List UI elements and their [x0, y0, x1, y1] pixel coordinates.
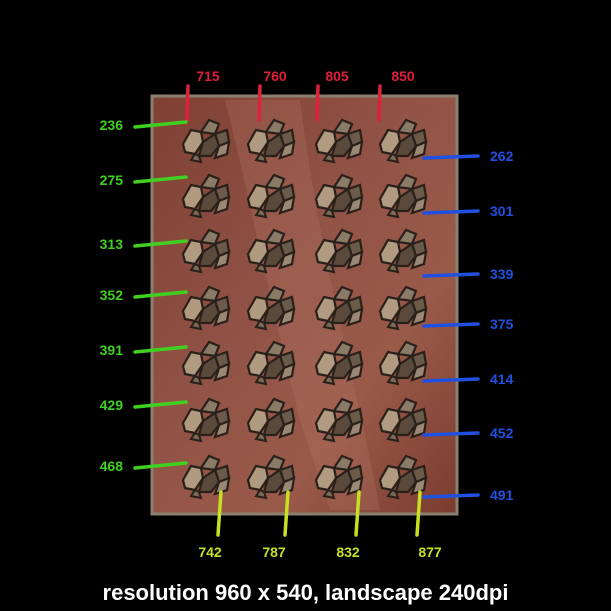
ore-icon[interactable]: [378, 397, 428, 443]
ore-icon[interactable]: [181, 173, 231, 219]
ore-icon[interactable]: [246, 118, 296, 164]
ore-icon[interactable]: [378, 454, 428, 500]
row-marker-left: [133, 175, 188, 184]
annotation-marks: [133, 84, 480, 537]
ore-icon[interactable]: [181, 454, 231, 500]
ore-icon[interactable]: [314, 285, 364, 331]
row-marker-left: [133, 290, 188, 299]
row-marker-right: [422, 493, 480, 499]
ore-icon[interactable]: [378, 118, 428, 164]
row-marker-left: [133, 239, 188, 248]
column-label-bottom: 742: [198, 544, 222, 560]
ore-icon[interactable]: [314, 173, 364, 219]
row-label-left: 236: [100, 117, 124, 133]
row-marker-right: [422, 377, 480, 383]
ore-icon[interactable]: [378, 285, 428, 331]
row-label-right: 414: [490, 371, 514, 387]
ore-icon[interactable]: [314, 228, 364, 274]
row-label-left: 313: [100, 236, 124, 252]
ore-icon[interactable]: [181, 340, 231, 386]
ore-icon[interactable]: [181, 397, 231, 443]
column-marker-top: [315, 84, 320, 122]
ore-icon[interactable]: [246, 285, 296, 331]
row-marker-right: [422, 209, 480, 215]
ore-icon[interactable]: [314, 397, 364, 443]
row-label-left: 275: [100, 172, 124, 188]
row-marker-right: [422, 272, 480, 278]
row-marker-left: [133, 461, 188, 470]
annotation-labels: 715 760 805 850 742 787 832 877 236 275 313 352 391 4…: [100, 68, 514, 560]
row-marker-right: [422, 431, 480, 437]
row-label-right: 339: [490, 266, 514, 282]
ore-icon[interactable]: [314, 454, 364, 500]
column-label-bottom: 832: [336, 544, 360, 560]
column-marker-top: [185, 84, 190, 122]
column-marker-bottom: [415, 490, 422, 537]
row-label-left: 391: [100, 342, 124, 358]
row-label-right: 262: [490, 148, 514, 164]
row-marker-left: [133, 120, 188, 129]
resolution-caption: resolution 960 x 540, landscape 240dpi: [102, 580, 509, 605]
ore-icon[interactable]: [246, 340, 296, 386]
column-label-top: 760: [263, 68, 287, 84]
row-label-left: 429: [100, 397, 124, 413]
column-marker-bottom: [354, 490, 361, 537]
column-marker-bottom: [216, 490, 223, 537]
row-marker-left: [133, 345, 188, 354]
column-label-top: 715: [196, 68, 220, 84]
ore-icon[interactable]: [378, 228, 428, 274]
ore-icon[interactable]: [246, 454, 296, 500]
column-label-bottom: 877: [418, 544, 442, 560]
row-label-right: 452: [490, 425, 514, 441]
column-label-bottom: 787: [262, 544, 286, 560]
column-marker-bottom: [283, 490, 290, 537]
row-marker-right: [422, 154, 480, 160]
row-label-left: 352: [100, 287, 124, 303]
row-label-left: 468: [100, 458, 124, 474]
ore-icon[interactable]: [246, 397, 296, 443]
inventory-grid: [181, 118, 428, 500]
column-marker-top: [257, 84, 262, 122]
ore-icon[interactable]: [378, 173, 428, 219]
row-label-right: 491: [490, 487, 514, 503]
row-marker-left: [133, 400, 188, 409]
ore-icon[interactable]: [246, 228, 296, 274]
row-label-right: 375: [490, 316, 514, 332]
ore-icon[interactable]: [181, 118, 231, 164]
row-marker-right: [422, 322, 480, 328]
column-marker-top: [377, 84, 382, 122]
column-label-top: 805: [325, 68, 349, 84]
column-label-top: 850: [391, 68, 415, 84]
ore-icon[interactable]: [181, 228, 231, 274]
ore-icon[interactable]: [181, 285, 231, 331]
row-label-right: 301: [490, 203, 514, 219]
ore-icon[interactable]: [314, 340, 364, 386]
ore-icon[interactable]: [314, 118, 364, 164]
ore-icon[interactable]: [246, 173, 296, 219]
ore-icon[interactable]: [378, 340, 428, 386]
